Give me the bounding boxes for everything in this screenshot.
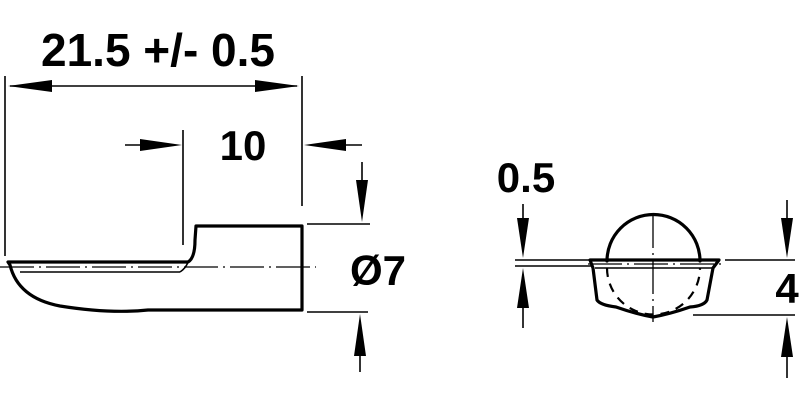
arrow-down-icon: [517, 218, 529, 258]
arrow-down-icon: [781, 218, 793, 258]
pin-diameter-dimension: Ø7: [307, 162, 406, 372]
pin-length-dimension: 10: [125, 122, 362, 245]
overall-length-dimension: 21.5 +/- 0.5: [4, 24, 303, 256]
arrow-right-icon: [140, 139, 182, 151]
arrow-left-icon: [8, 80, 52, 92]
part-outline: [6, 224, 304, 313]
arrow-down-icon: [356, 180, 368, 222]
height-label: 4: [775, 265, 799, 312]
flange-thickness-dimension: 0.5: [497, 154, 592, 328]
end-view-part: [588, 212, 725, 322]
arrow-right-icon: [255, 80, 299, 92]
end-view: 0.5 4: [497, 154, 799, 378]
arrow-up-icon: [781, 317, 793, 357]
height-dimension: 4: [693, 200, 799, 378]
arrow-left-icon: [304, 139, 346, 151]
arrow-up-icon: [517, 268, 529, 308]
overall-length-label: 21.5 +/- 0.5: [41, 24, 275, 76]
arrow-up-icon: [354, 314, 366, 356]
side-view-part: [0, 224, 316, 313]
side-view: 21.5 +/- 0.5 10: [0, 24, 406, 372]
pin-length-label: 10: [220, 122, 267, 169]
flange-thickness-label: 0.5: [497, 154, 555, 201]
pin-diameter-label: Ø7: [350, 247, 406, 294]
